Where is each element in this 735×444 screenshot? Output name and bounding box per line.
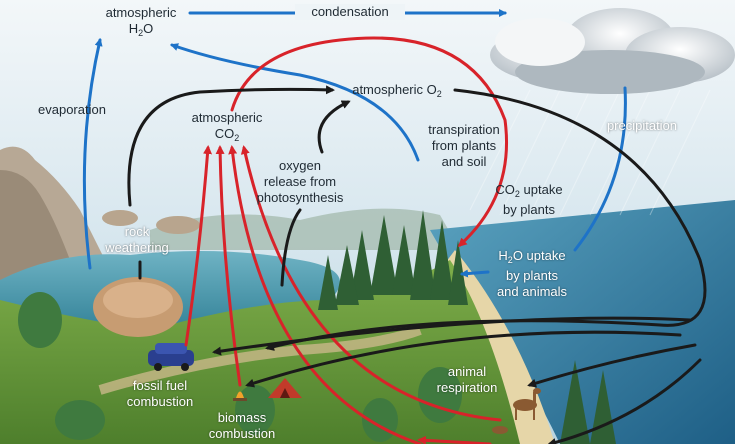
- h2o-uptake-arrow: [460, 269, 490, 278]
- ground-co2-arrow: [417, 435, 492, 444]
- atmospheric-o2-label: atmospheric O2: [352, 82, 442, 99]
- o2-to-biomass-arrow: [245, 330, 682, 388]
- fossil-fuel-co2-arrow: [184, 145, 213, 347]
- oxygen-release-label: oxygen release from photosynthesis: [256, 158, 344, 205]
- respiration-co2-arrow: [240, 145, 502, 422]
- cloud: [490, 8, 735, 94]
- transpiration-arrow: [170, 43, 420, 162]
- evaporation-arrow: [82, 38, 103, 270]
- o2-uptake-big-arrow: [265, 88, 707, 351]
- precipitation-label: precipitation: [606, 118, 678, 133]
- deer-icon: [492, 388, 541, 434]
- fossil-fuel-combustion-label: fossil fuel combustion: [126, 378, 194, 409]
- co2-uptake-label: CO2 uptake by plants: [495, 182, 563, 217]
- photosynthesis-stem: [280, 208, 302, 287]
- o2-to-fossil-arrow: [212, 316, 692, 356]
- co2-uptake-arrow: [230, 36, 509, 248]
- car-icon: [148, 343, 194, 371]
- transpiration-label: transpiration from plants and soil: [428, 122, 500, 169]
- precipitation-arrow: [573, 86, 627, 252]
- biomass-co2-arrow: [215, 145, 242, 387]
- photosynthesis-o2-arrow: [317, 100, 351, 154]
- animal-respiration-label: animal respiration: [436, 364, 498, 395]
- atmospheric-h2o-label: atmospheric H2O: [105, 5, 177, 38]
- rock-weathering-label: rock weathering: [105, 224, 169, 255]
- rock-weathering-o2-arrow: [127, 85, 335, 207]
- campfire-icon: [233, 391, 247, 401]
- biomass-combustion-label: biomass combustion: [208, 410, 276, 441]
- tent-icon: [268, 378, 302, 398]
- atmospheric-co2-label: atmospheric CO2: [191, 110, 263, 143]
- evaporation-label: evaporation: [38, 102, 106, 117]
- o2-to-deer-arrow: [547, 358, 702, 444]
- condensation-label: condensation: [295, 4, 405, 20]
- o2-to-animal-arrow: [527, 343, 697, 388]
- h2o-uptake-label: H2O uptake by plants and animals: [496, 248, 568, 299]
